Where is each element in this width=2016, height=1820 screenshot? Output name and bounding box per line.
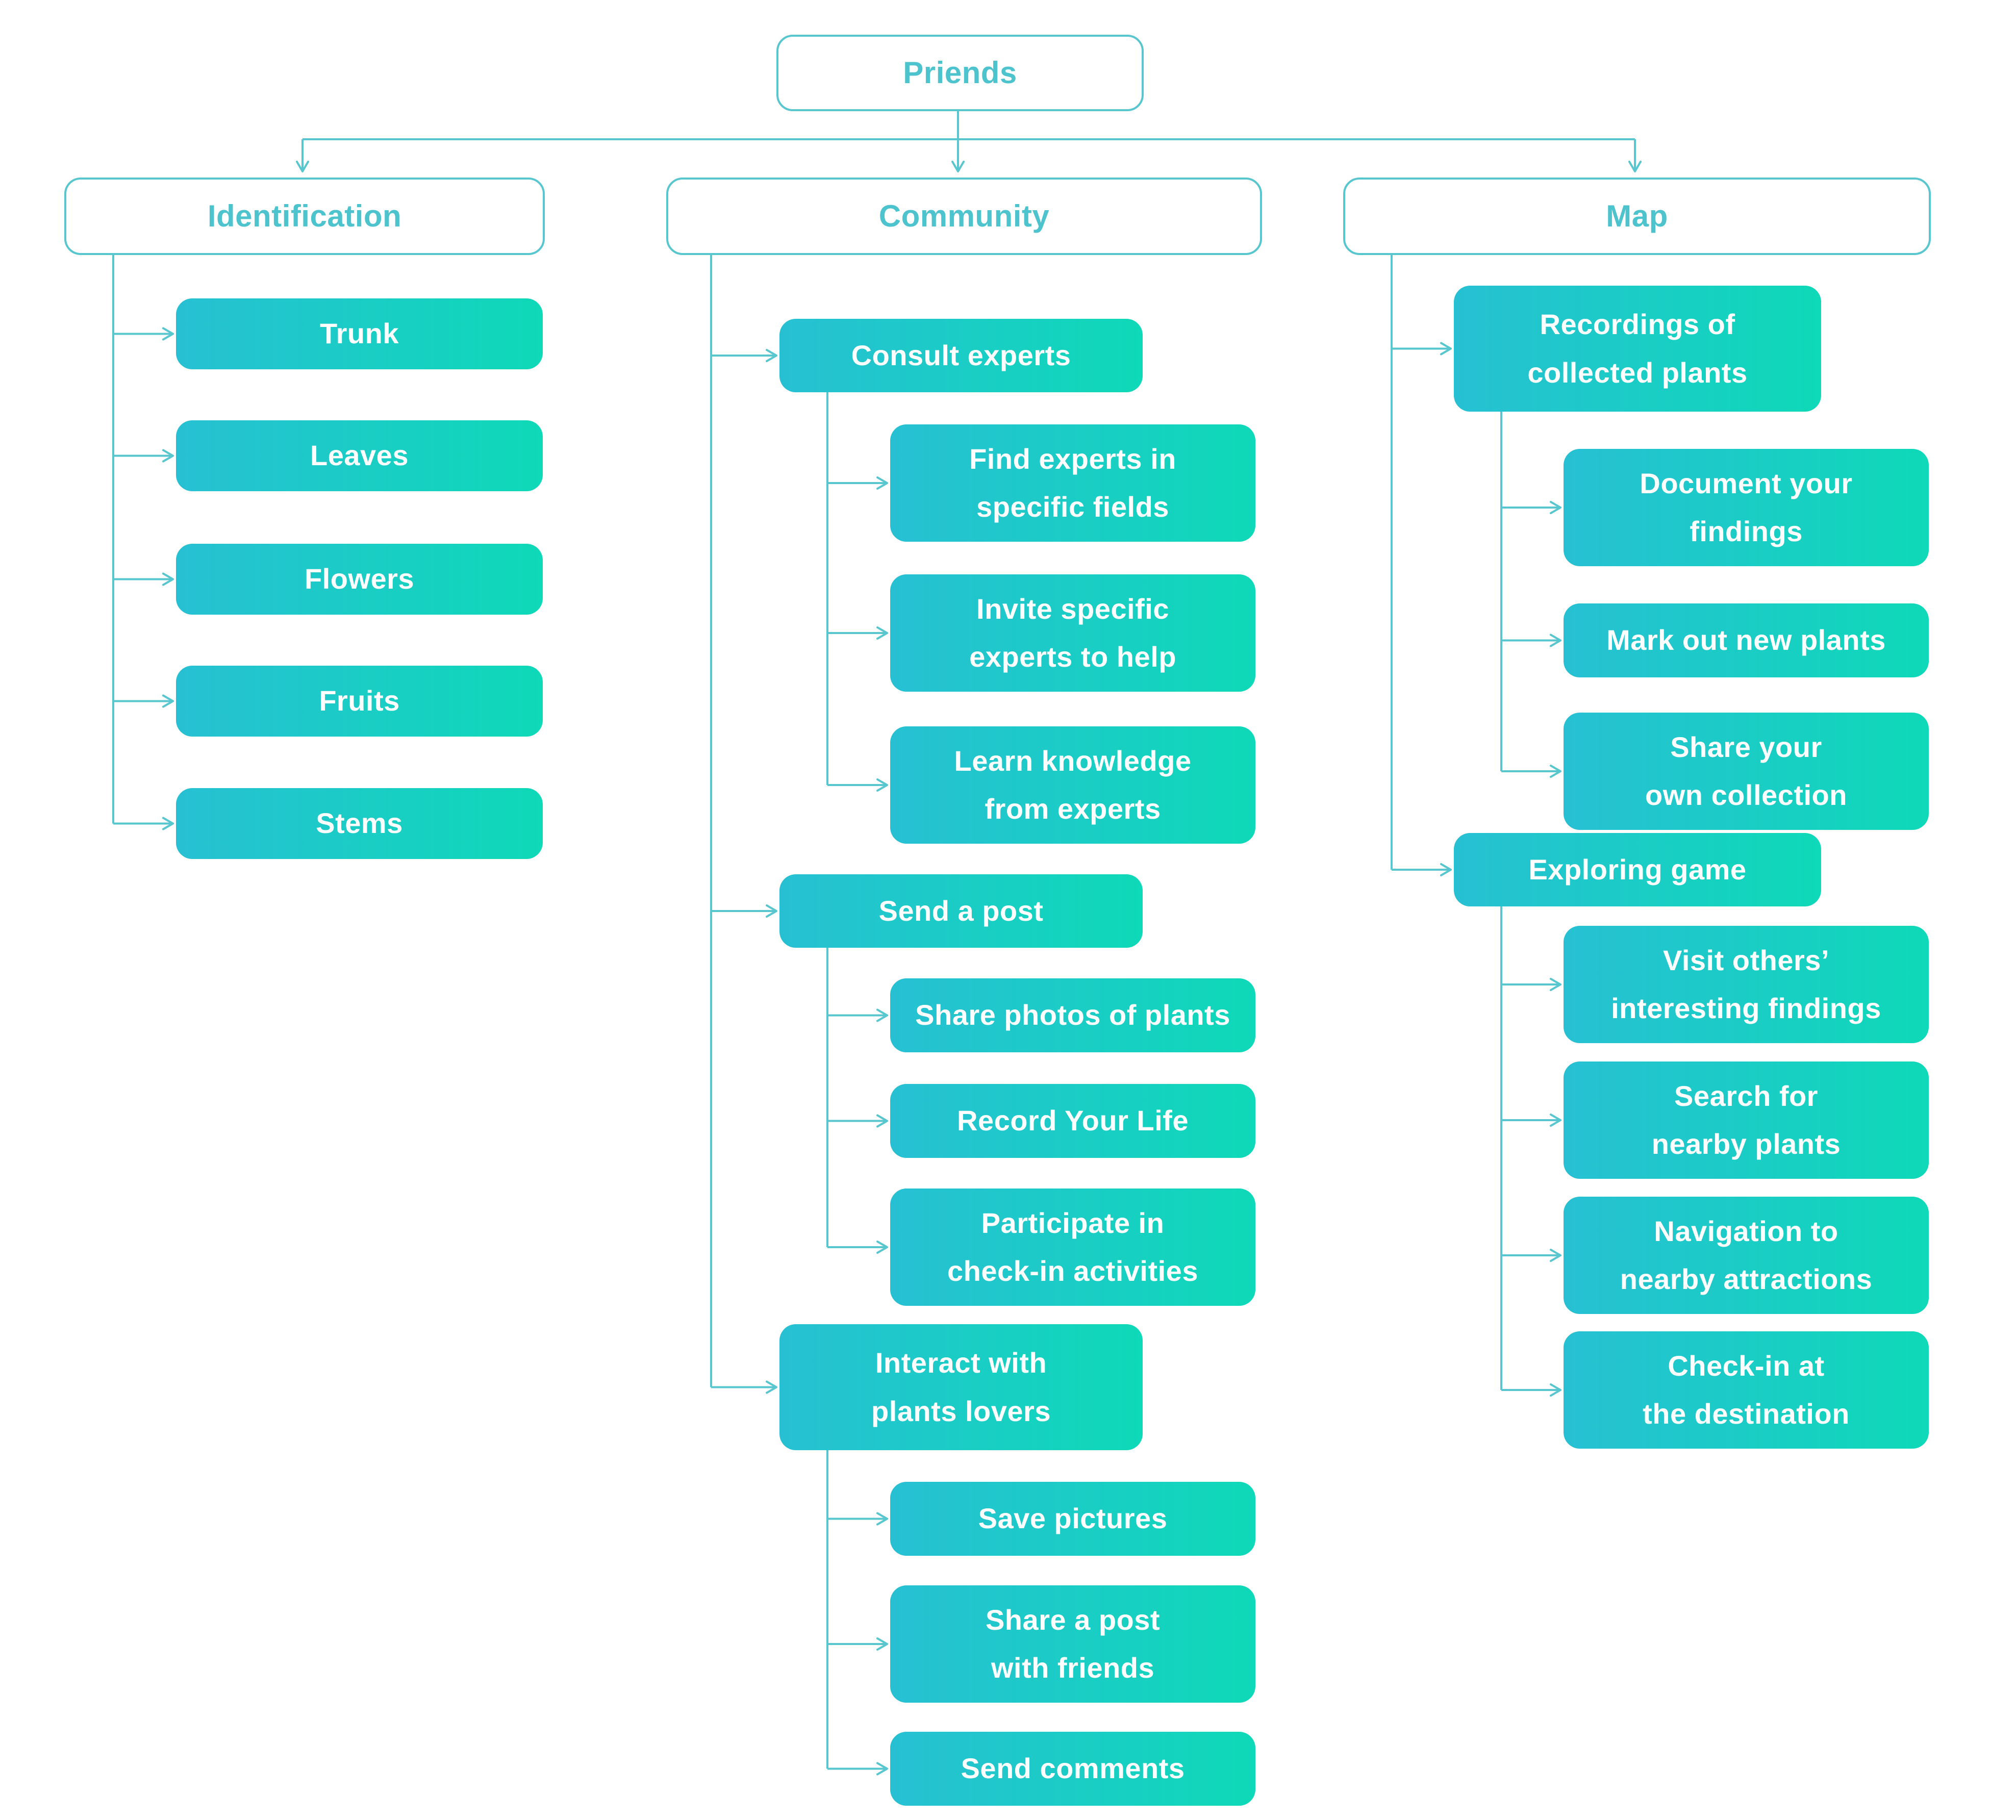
node-learn-knowledge-from-experts: Learn knowledge from experts <box>890 726 1255 844</box>
node-stems: Stems <box>176 788 543 859</box>
node-send-a-post: Send a post <box>779 874 1143 948</box>
node-label: Search for nearby plants <box>1651 1079 1841 1160</box>
node-label: Invite specific experts to help <box>969 592 1176 673</box>
header-node-map: Map <box>1343 178 1931 255</box>
header-node-identification: Identification <box>64 178 545 255</box>
node-label: Share your own collection <box>1645 730 1847 811</box>
node-label: Navigation to nearby attractions <box>1620 1215 1873 1295</box>
node-share-a-post-with-friends: Share a post with friends <box>890 1585 1255 1703</box>
node-label: Send comments <box>961 1752 1185 1785</box>
node-trunk: Trunk <box>176 298 543 369</box>
node-label: Consult experts <box>851 339 1071 371</box>
node-invite-specific-experts-to-help: Invite specific experts to help <box>890 574 1255 692</box>
node-label: Trunk <box>320 317 399 350</box>
node-search-for-nearby-plants: Search for nearby plants <box>1564 1061 1929 1179</box>
node-label: Save pictures <box>978 1502 1168 1535</box>
node-share-your-own-collection: Share your own collection <box>1564 713 1929 830</box>
node-label: Community <box>878 198 1050 233</box>
node-label: Record Your Life <box>956 1104 1189 1137</box>
node-document-your-findings: Document your findings <box>1564 449 1929 566</box>
node-visit-others-interesting-findings: Visit others’ interesting findings <box>1564 926 1929 1043</box>
node-label: Participate in check-in activities <box>947 1206 1198 1287</box>
node-label: Identification <box>207 198 402 233</box>
node-participate-in-check-in-activities: Participate in check-in activities <box>890 1189 1255 1306</box>
node-label: Find experts in specific fields <box>969 442 1176 523</box>
node-label: Check-in at the destination <box>1643 1349 1850 1430</box>
node-label: Flowers <box>304 563 415 595</box>
node-label: Share photos of plants <box>915 999 1230 1031</box>
node-label: Share a post with friends <box>985 1603 1161 1684</box>
node-mark-out-new-plants: Mark out new plants <box>1564 603 1929 677</box>
node-label: Map <box>1606 198 1668 233</box>
node-label: Exploring game <box>1528 853 1747 886</box>
node-label: Document your findings <box>1640 467 1853 547</box>
node-label: Learn knowledge from experts <box>954 744 1192 825</box>
node-label: Fruits <box>319 685 400 717</box>
node-send-comments: Send comments <box>890 1732 1255 1806</box>
node-label: Recordings of collected plants <box>1527 308 1748 389</box>
node-share-photos-of-plants: Share photos of plants <box>890 978 1255 1052</box>
header-node-priends: Priends <box>776 35 1144 111</box>
node-find-experts-in-specific-fields: Find experts in specific fields <box>890 424 1255 542</box>
node-save-pictures: Save pictures <box>890 1482 1255 1556</box>
node-label: Leaves <box>310 439 409 472</box>
node-interact-with-plants-lovers: Interact with plants lovers <box>779 1324 1143 1450</box>
node-label: Send a post <box>878 894 1044 927</box>
node-label: Stems <box>316 807 403 840</box>
node-label: Priends <box>903 55 1017 90</box>
node-label: Visit others’ interesting findings <box>1611 944 1881 1024</box>
node-exploring-game: Exploring game <box>1454 833 1821 906</box>
node-leaves: Leaves <box>176 420 543 491</box>
header-node-community: Community <box>666 178 1262 255</box>
node-fruits: Fruits <box>176 666 543 737</box>
node-check-in-at-the-destination: Check-in at the destination <box>1564 1331 1929 1449</box>
node-flowers: Flowers <box>176 544 543 615</box>
node-label: Interact with plants lovers <box>871 1347 1051 1427</box>
node-label: Mark out new plants <box>1606 624 1886 656</box>
node-record-your-life: Record Your Life <box>890 1084 1255 1158</box>
node-recordings-of-collected-plants: Recordings of collected plants <box>1454 286 1821 412</box>
node-consult-experts: Consult experts <box>779 319 1143 392</box>
node-navigation-to-nearby-attractions: Navigation to nearby attractions <box>1564 1197 1929 1314</box>
